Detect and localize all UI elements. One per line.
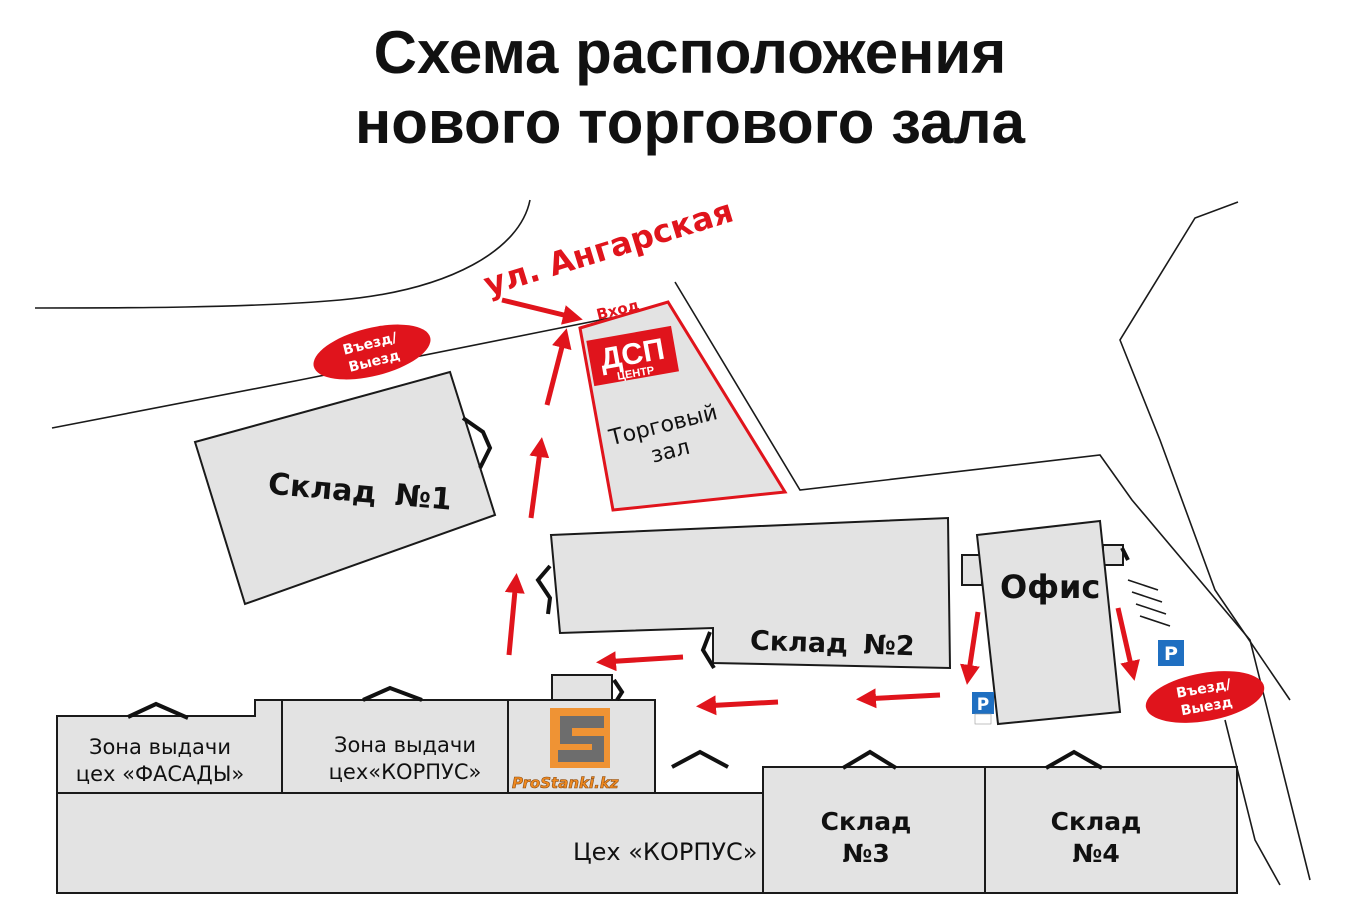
building-sklad3: Склад №3 (671, 749, 986, 894)
entry-exit-right: Въезд/ Выезд (1145, 671, 1265, 723)
watermark-text: ProStanki.kz (512, 774, 619, 792)
building-office: Офис (961, 519, 1130, 726)
route-arrow (960, 611, 981, 685)
dsp-logo: ДСП ЦЕНТР (586, 325, 679, 387)
map-title: Схема расположения нового торгового зала (0, 18, 1349, 158)
building-prostanki: ProStanki.kz (507, 674, 656, 794)
sklad2-door-left (535, 564, 553, 615)
sklad2-name: Склад (750, 626, 849, 660)
route-arrow (528, 437, 550, 519)
parking-marks (1127, 579, 1171, 627)
sklad3-door (841, 749, 898, 770)
sklad4-door (1045, 749, 1103, 770)
route-arrow (544, 328, 572, 406)
prostanki-logo: ProStanki.kz (512, 708, 619, 792)
route-arrow (696, 695, 779, 716)
building-zone-korpus: Зона выдачи цех«КОРПУС» (281, 685, 509, 794)
building-sklad2: Склад №2 (535, 516, 952, 670)
route-arrow (501, 297, 583, 325)
office-door (1120, 547, 1130, 561)
sklad4-num: №4 (1072, 839, 1119, 868)
svg-text:Склад №2: Склад №2 (750, 626, 916, 663)
building-zone-fasady: Зона выдачи цех «ФАСАДЫ» (56, 699, 283, 794)
sklad1-door (461, 416, 493, 469)
sklad1-num: №1 (394, 478, 454, 518)
prostanki-door (612, 678, 625, 702)
map-title-line2: нового торгового зала (354, 89, 1026, 156)
ceh-door (671, 749, 729, 769)
map-title-line1: Схема расположения (373, 19, 1007, 86)
zone-fasady-line2: цех «ФАСАДЫ» (76, 762, 244, 786)
road-curve-left (34, 199, 531, 309)
office-label: Офис (1000, 568, 1100, 606)
entry-exit-left: Въезд/ Выезд (313, 324, 431, 380)
route-arrow (504, 573, 525, 656)
route-arrow (596, 651, 684, 672)
parking-sign-1-label: P (977, 695, 989, 715)
ceh-korpus-label: Цех «КОРПУС» (573, 838, 757, 866)
road-lower-right (1224, 719, 1281, 886)
showroom: ДСП ЦЕНТР Торговый зал Вход (578, 296, 788, 512)
svg-text:Склад №1: Склад №1 (267, 467, 454, 518)
zone-korpus-line2: цех«КОРПУС» (329, 760, 482, 784)
parking-sign-1: P (972, 692, 994, 725)
route-arrow (856, 688, 941, 709)
sklad3-name: Склад (821, 807, 912, 836)
building-sklad1: Склад №1 (193, 370, 497, 606)
sklad3-num: №3 (842, 839, 889, 868)
sklad2-num: №2 (863, 630, 915, 663)
zone-korpus-door (362, 685, 423, 702)
zone-fasady-line1: Зона выдачи (89, 735, 231, 759)
street-label: ул. Ангарская (479, 192, 737, 304)
zone-fasady-door (127, 701, 189, 720)
sklad4-name: Склад (1051, 807, 1142, 836)
route-arrow (1115, 607, 1140, 681)
building-ceh-korpus: Цех «КОРПУС» (56, 792, 764, 894)
parking-sign-2-label: P (1164, 643, 1178, 665)
zone-korpus-line1: Зона выдачи (334, 733, 476, 757)
building-sklad4: Склад №4 (984, 749, 1238, 894)
route-arrows (501, 297, 1140, 716)
road-right-edge (1119, 201, 1291, 701)
parking-sign-2: P (1158, 640, 1184, 666)
sklad2-door-bottom (700, 631, 716, 670)
